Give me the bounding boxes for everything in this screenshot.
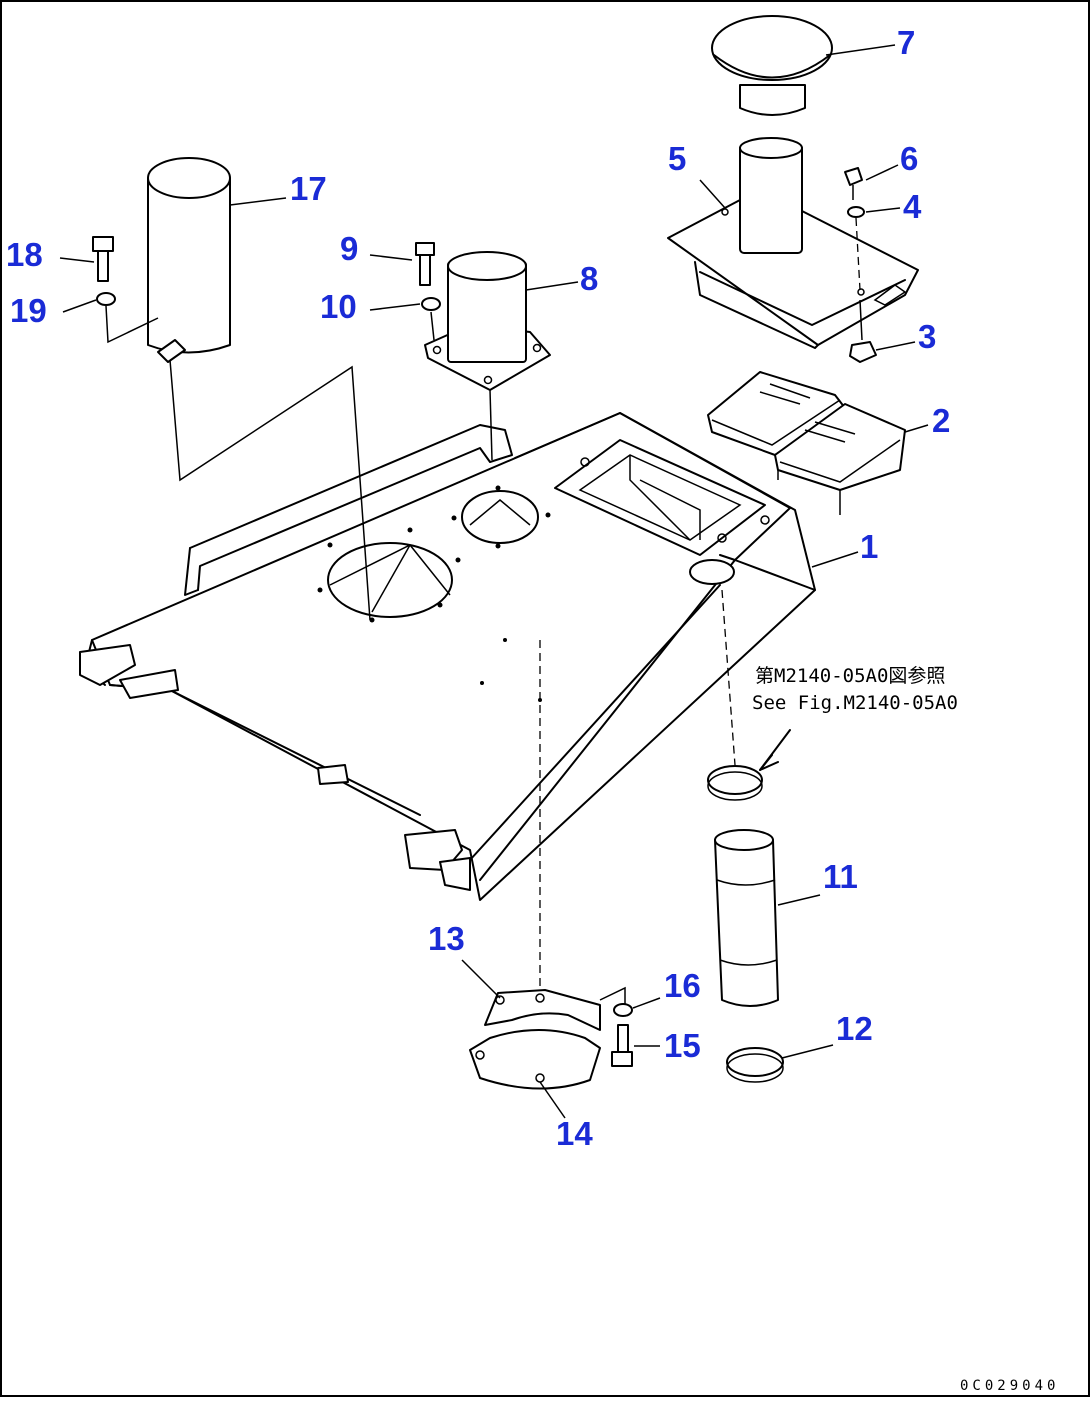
boot-flange-part	[424, 251, 551, 461]
bolt-washer-15-16	[611, 1003, 633, 1067]
knob-cap-part	[711, 15, 833, 116]
floor-plate-part	[79, 412, 816, 1000]
callout-16: 16	[664, 967, 701, 1004]
callout-11: 11	[823, 858, 858, 895]
callout-14: 14	[556, 1115, 593, 1152]
callout-9: 9	[340, 230, 358, 267]
callout-1: 1	[860, 528, 878, 565]
callout-7: 7	[897, 24, 915, 61]
reference-note-english: See Fig.M2140-05A0	[752, 692, 958, 714]
band-part	[726, 1047, 784, 1083]
callout-18: 18	[6, 236, 43, 273]
callout-12: 12	[836, 1010, 873, 1047]
callout-6: 6	[900, 140, 918, 177]
callout-8: 8	[580, 260, 598, 297]
bolt-washer-9-10	[415, 242, 441, 341]
split-plate-parts	[469, 986, 626, 1090]
small-hardware-parts	[844, 167, 877, 363]
callout-15: 15	[664, 1027, 701, 1064]
callout-4: 4	[903, 188, 922, 225]
pedal-pad-part	[707, 371, 906, 515]
reference-note-japanese: 第M2140-05A0図参照	[755, 665, 945, 687]
band-clamp-reference	[707, 729, 791, 801]
callout-10: 10	[320, 288, 357, 325]
callout-17: 17	[290, 170, 327, 207]
leader-lines	[59, 44, 929, 1119]
callout-19: 19	[10, 292, 47, 329]
drawing-code: 0C029040	[960, 1378, 1059, 1394]
bolt-washer-18-19	[92, 236, 159, 344]
callout-13: 13	[428, 920, 465, 957]
callout-3: 3	[918, 318, 936, 355]
callout-2: 2	[932, 402, 950, 439]
callout-5: 5	[668, 140, 686, 177]
sleeve-part	[714, 829, 779, 1007]
cylinder-cover-part	[147, 157, 371, 621]
console-box-part	[667, 137, 919, 349]
